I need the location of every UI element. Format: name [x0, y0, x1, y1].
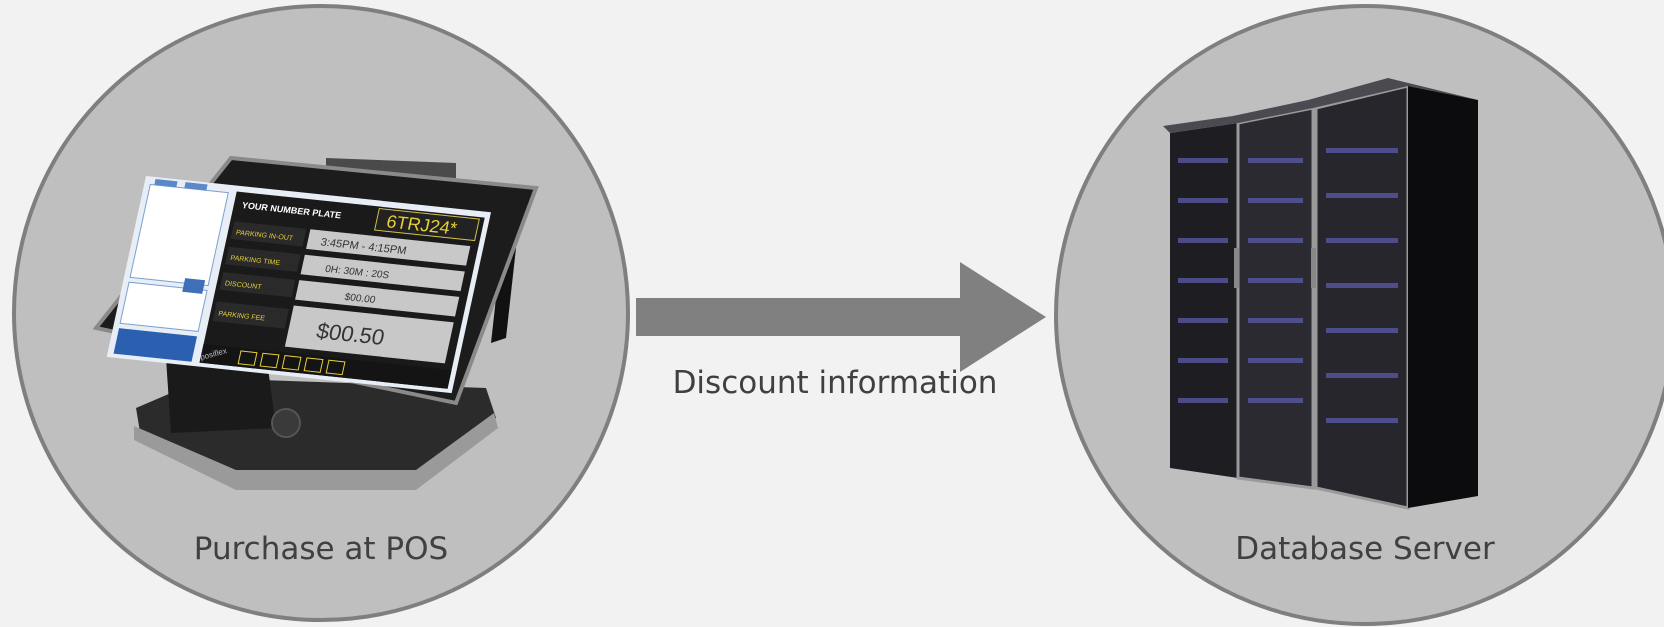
server-rack-icon	[1163, 78, 1478, 510]
fee-label: PARKING FEE	[218, 311, 266, 323]
edge-label: Discount information	[672, 365, 998, 401]
flow-arrow	[636, 262, 1046, 372]
db-node-label: Database Server	[1235, 531, 1495, 567]
discount-label: DISCOUNT	[224, 280, 263, 291]
db-node: Database Server	[1054, 4, 1664, 626]
discount-value: $00.00	[343, 292, 376, 306]
pos-node-label: Purchase at POS	[193, 531, 449, 567]
pos-terminal-icon: YOUR NUMBER PLATE 6TRJ24* PARKING IN-OUT…	[92, 155, 539, 490]
pos-node: YOUR NUMBER PLATE 6TRJ24* PARKING IN-OUT…	[12, 4, 630, 622]
